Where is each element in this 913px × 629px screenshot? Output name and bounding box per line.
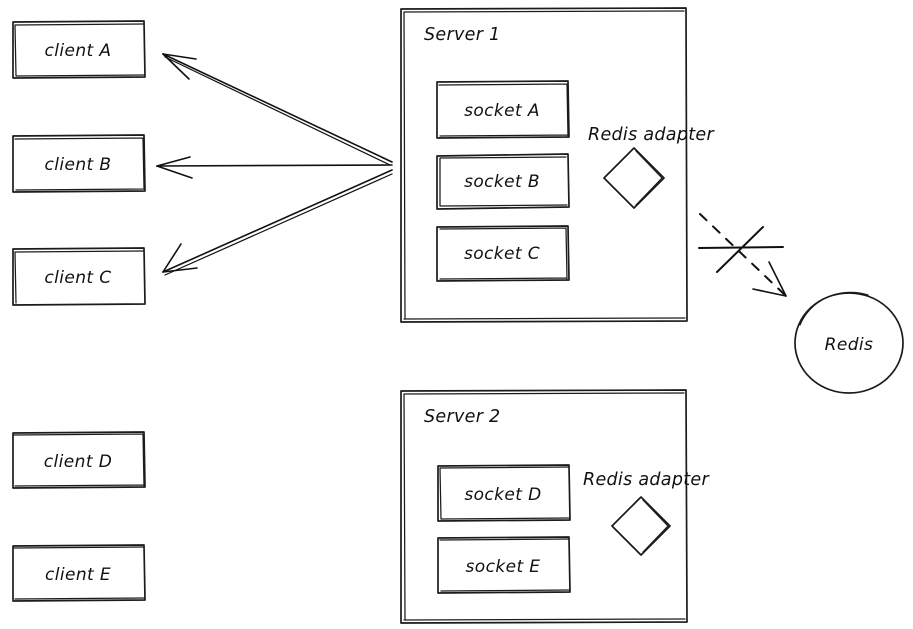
blocked-cross-stroke-diagonal-icon <box>716 226 764 273</box>
socket-e-box[interactable] <box>437 536 571 594</box>
socket-c-node[interactable]: socket C <box>436 225 570 282</box>
client-c-box-sketch <box>14 250 144 304</box>
server-1-redis-adapter-diamond-icon[interactable] <box>603 147 665 209</box>
arrow-to-client-a-line <box>162 53 393 163</box>
server-1-box[interactable] <box>400 7 688 323</box>
client-e-box[interactable] <box>12 544 146 602</box>
redis-datastore-node[interactable]: Redis <box>794 291 904 394</box>
server-2-redis-adapter-diamond-sketch <box>642 499 669 553</box>
arrow-to-client-a-line-sketch <box>164 56 391 166</box>
arrow-to-client-b-line <box>156 164 393 167</box>
client-a-node[interactable]: client A <box>12 20 146 79</box>
redis-circle-sketch <box>799 291 869 326</box>
client-b-node[interactable]: client B <box>12 134 146 193</box>
socket-d-label: socket D <box>464 485 541 505</box>
broadcast-arrows-group <box>156 53 393 276</box>
client-e-label: client E <box>45 565 111 585</box>
blocked-redis-arrow <box>698 213 787 297</box>
socket-d-box-sketch <box>439 466 570 520</box>
arrow-to-client-a-head-lower <box>162 53 190 80</box>
socket-c-box-sketch <box>439 227 568 280</box>
redis-circle[interactable] <box>794 292 904 394</box>
server-2-box[interactable] <box>400 389 688 624</box>
redis-label: Redis <box>825 335 874 355</box>
client-a-box-sketch <box>14 23 145 77</box>
socket-a-label: socket A <box>464 101 540 121</box>
client-d-box[interactable] <box>12 431 146 489</box>
client-e-node[interactable]: client E <box>12 544 146 602</box>
client-d-box-sketch <box>13 433 145 487</box>
server-1-redis-adapter-label: Redis adapter <box>588 125 715 145</box>
socket-e-box-sketch <box>439 538 570 592</box>
socket-d-node[interactable]: socket D <box>437 464 571 522</box>
arrow-to-client-b-head-lower <box>156 165 193 179</box>
socket-a-box[interactable] <box>436 80 570 139</box>
arrow-to-client-a-head-upper <box>162 53 197 60</box>
socket-b-box-sketch <box>439 156 568 207</box>
arrow-to-client-b <box>156 156 393 179</box>
client-d-node[interactable]: client D <box>12 431 146 489</box>
socket-e-node[interactable]: socket E <box>437 536 571 594</box>
blocked-redis-arrow-head-upper <box>752 288 787 297</box>
client-b-box[interactable] <box>12 134 146 193</box>
socket-a-node[interactable]: socket A <box>436 80 570 139</box>
socket-b-box[interactable] <box>436 153 570 210</box>
server-1-redis-adapter-diamond-sketch <box>635 150 663 206</box>
arrow-to-client-b-head-upper <box>156 156 191 167</box>
server-2-node[interactable]: Server 2 socket D socket E Redis adapter <box>400 389 710 624</box>
client-d-label: client D <box>44 452 112 472</box>
socket-b-node[interactable]: socket B <box>436 153 570 210</box>
client-e-box-sketch <box>13 546 145 600</box>
socket-b-label: socket B <box>464 172 540 192</box>
socket-a-box-sketch <box>438 83 569 137</box>
socket-e-label: socket E <box>466 557 541 577</box>
client-c-label: client C <box>44 268 111 288</box>
socket-c-box[interactable] <box>436 225 570 282</box>
blocked-redis-arrow-head-lower <box>768 261 787 297</box>
client-a-box[interactable] <box>12 20 146 79</box>
client-group: client A client B client C client D <box>12 20 146 602</box>
server-2-box-sketch <box>403 392 686 621</box>
client-b-box-sketch <box>14 137 145 191</box>
arrow-to-client-c-head-lower <box>162 267 198 273</box>
client-c-node[interactable]: client C <box>12 247 146 306</box>
arrow-to-client-c <box>162 169 393 276</box>
arrow-to-client-c-line <box>162 169 393 273</box>
arrow-to-client-c-head-upper <box>162 243 182 273</box>
arrow-to-client-a <box>162 53 393 166</box>
socket-d-box[interactable] <box>437 464 571 522</box>
server-2-redis-adapter-diamond-icon[interactable] <box>611 496 671 556</box>
client-c-box[interactable] <box>12 247 146 306</box>
server-2-redis-adapter-label: Redis adapter <box>583 470 710 490</box>
blocked-redis-arrow-line <box>699 213 787 297</box>
server-1-node[interactable]: Server 1 socket A socket B socket C Redi… <box>400 7 715 323</box>
socket-c-label: socket C <box>464 244 540 264</box>
server-1-label: Server 1 <box>424 25 500 45</box>
server-2-label: Server 2 <box>424 407 500 427</box>
arrow-to-client-c-line-sketch <box>164 173 393 276</box>
client-b-label: client B <box>45 155 112 175</box>
client-a-label: client A <box>45 41 112 61</box>
server-1-box-sketch <box>403 10 686 320</box>
